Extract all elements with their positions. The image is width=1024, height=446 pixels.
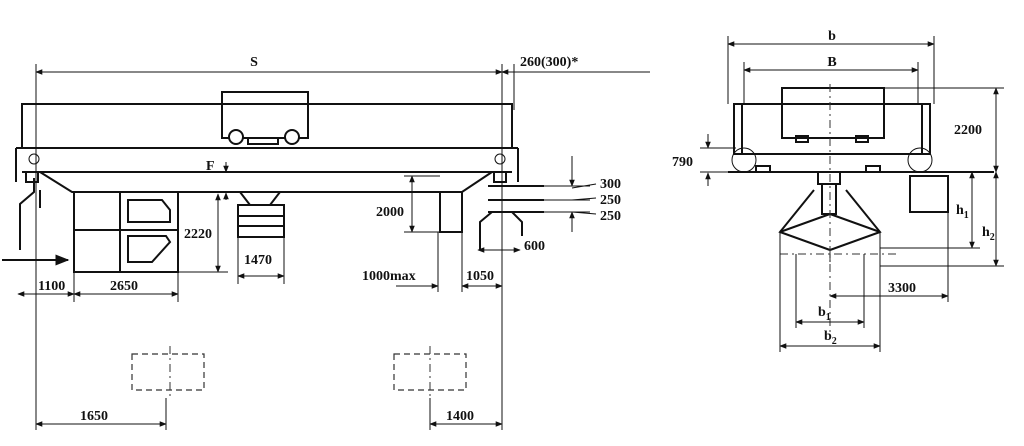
label-1400: 1400 bbox=[446, 409, 474, 424]
dimension-b2: b2 bbox=[779, 232, 881, 352]
dimension-B: B bbox=[743, 55, 919, 104]
label-s: S bbox=[250, 55, 258, 70]
dimension-600: 600 bbox=[477, 239, 545, 254]
label-1050: 1050 bbox=[466, 269, 494, 284]
dimension-b1: b1 bbox=[795, 254, 865, 328]
label-f: F bbox=[206, 159, 215, 174]
dimension-3300: 3300 bbox=[829, 212, 949, 302]
dimension-1470: 1470 bbox=[237, 237, 285, 284]
dimension-1100-2650: 1100 2650 bbox=[17, 272, 179, 302]
label-790: 790 bbox=[672, 155, 693, 170]
label-1650: 1650 bbox=[80, 409, 108, 424]
label-1100: 1100 bbox=[38, 279, 65, 294]
dimension-h1: h1 bbox=[880, 171, 980, 249]
side-cabin bbox=[909, 175, 949, 213]
label-1470: 1470 bbox=[244, 253, 272, 268]
dimension-1000max-1050: 1000max 1050 bbox=[362, 232, 503, 292]
front-view bbox=[2, 91, 544, 273]
dimension-790: 790 bbox=[672, 134, 736, 186]
label-clearance: 260(300)* bbox=[520, 55, 578, 70]
cabin bbox=[73, 191, 179, 273]
side-trolley bbox=[781, 87, 885, 139]
label-2200: 2200 bbox=[954, 123, 982, 138]
dimension-gaps: 300 250 250 bbox=[544, 156, 621, 232]
label-b1: b1 bbox=[818, 305, 831, 323]
label-2000: 2000 bbox=[376, 205, 404, 220]
dimension-f: F bbox=[206, 159, 229, 200]
hook-block bbox=[237, 191, 285, 238]
dimension-b: b bbox=[727, 29, 935, 104]
label-b2: b2 bbox=[824, 329, 837, 347]
dimension-clearance: 260(300)* bbox=[501, 55, 650, 110]
dimension-2200: 2200 bbox=[884, 87, 1004, 173]
label-2220: 2220 bbox=[184, 227, 212, 242]
label-300: 300 bbox=[600, 177, 621, 192]
label-2650: 2650 bbox=[110, 279, 138, 294]
label-250-a: 250 bbox=[600, 193, 621, 208]
right-hoist bbox=[439, 191, 463, 233]
label-1000max: 1000max bbox=[362, 269, 416, 284]
label-h2: h2 bbox=[982, 225, 995, 243]
dimension-h2: h2 bbox=[880, 171, 1004, 267]
footprints: 1650 1400 bbox=[35, 346, 503, 430]
label-b: b bbox=[828, 29, 836, 44]
dimension-2220: 2220 bbox=[178, 193, 228, 273]
dimension-s: S bbox=[35, 55, 503, 430]
main-girder bbox=[21, 103, 513, 149]
dimension-2000: 2000 bbox=[376, 175, 440, 233]
label-250-b: 250 bbox=[600, 209, 621, 224]
trolley bbox=[221, 91, 309, 145]
current-collectors bbox=[479, 185, 544, 250]
side-view bbox=[728, 84, 994, 336]
label-3300: 3300 bbox=[888, 281, 916, 296]
label-h1: h1 bbox=[956, 203, 969, 221]
label-600: 600 bbox=[524, 239, 545, 254]
label-B: B bbox=[827, 55, 836, 70]
